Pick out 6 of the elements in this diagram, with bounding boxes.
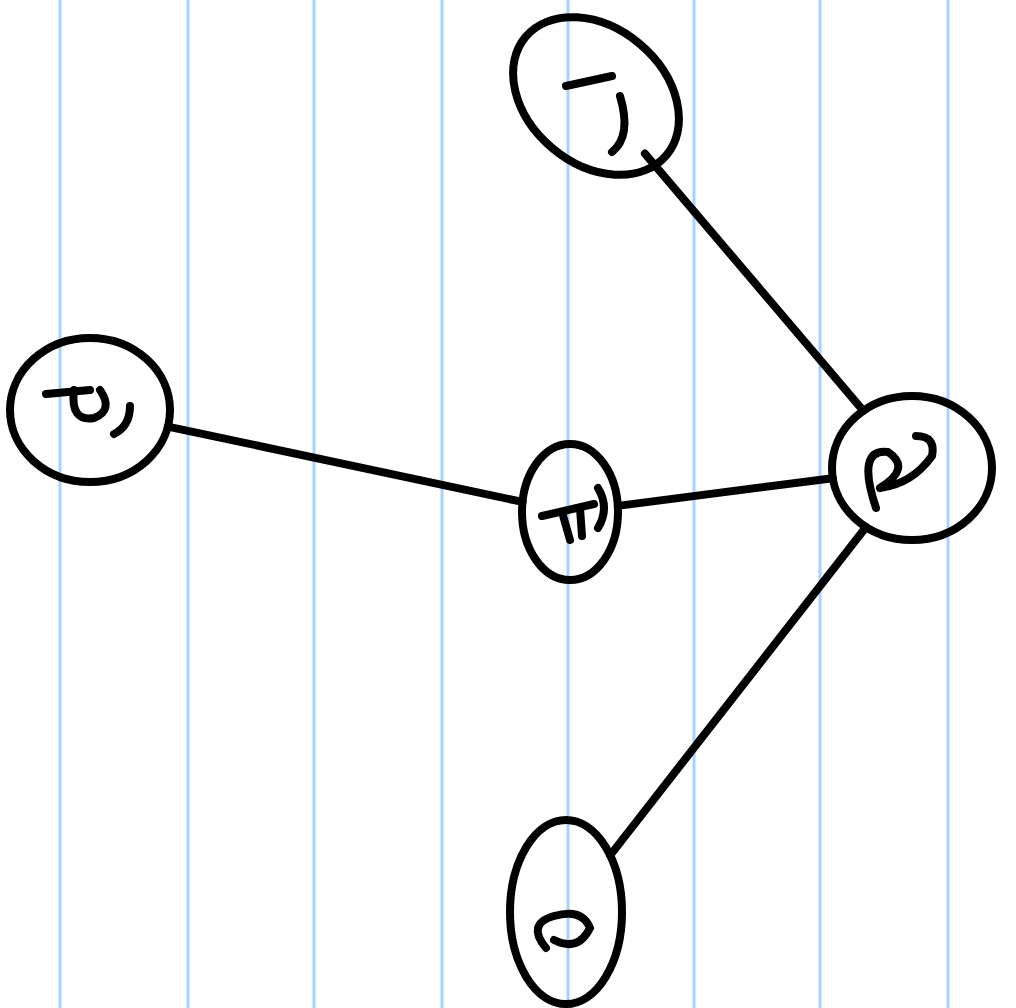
hand-drawn-node — [824, 388, 1000, 548]
connector-line — [606, 522, 871, 860]
hand-drawn-node — [2, 330, 178, 490]
hand-drawn-node — [514, 436, 626, 588]
hand-drawn-node — [502, 812, 630, 1008]
connector-line — [640, 149, 868, 415]
